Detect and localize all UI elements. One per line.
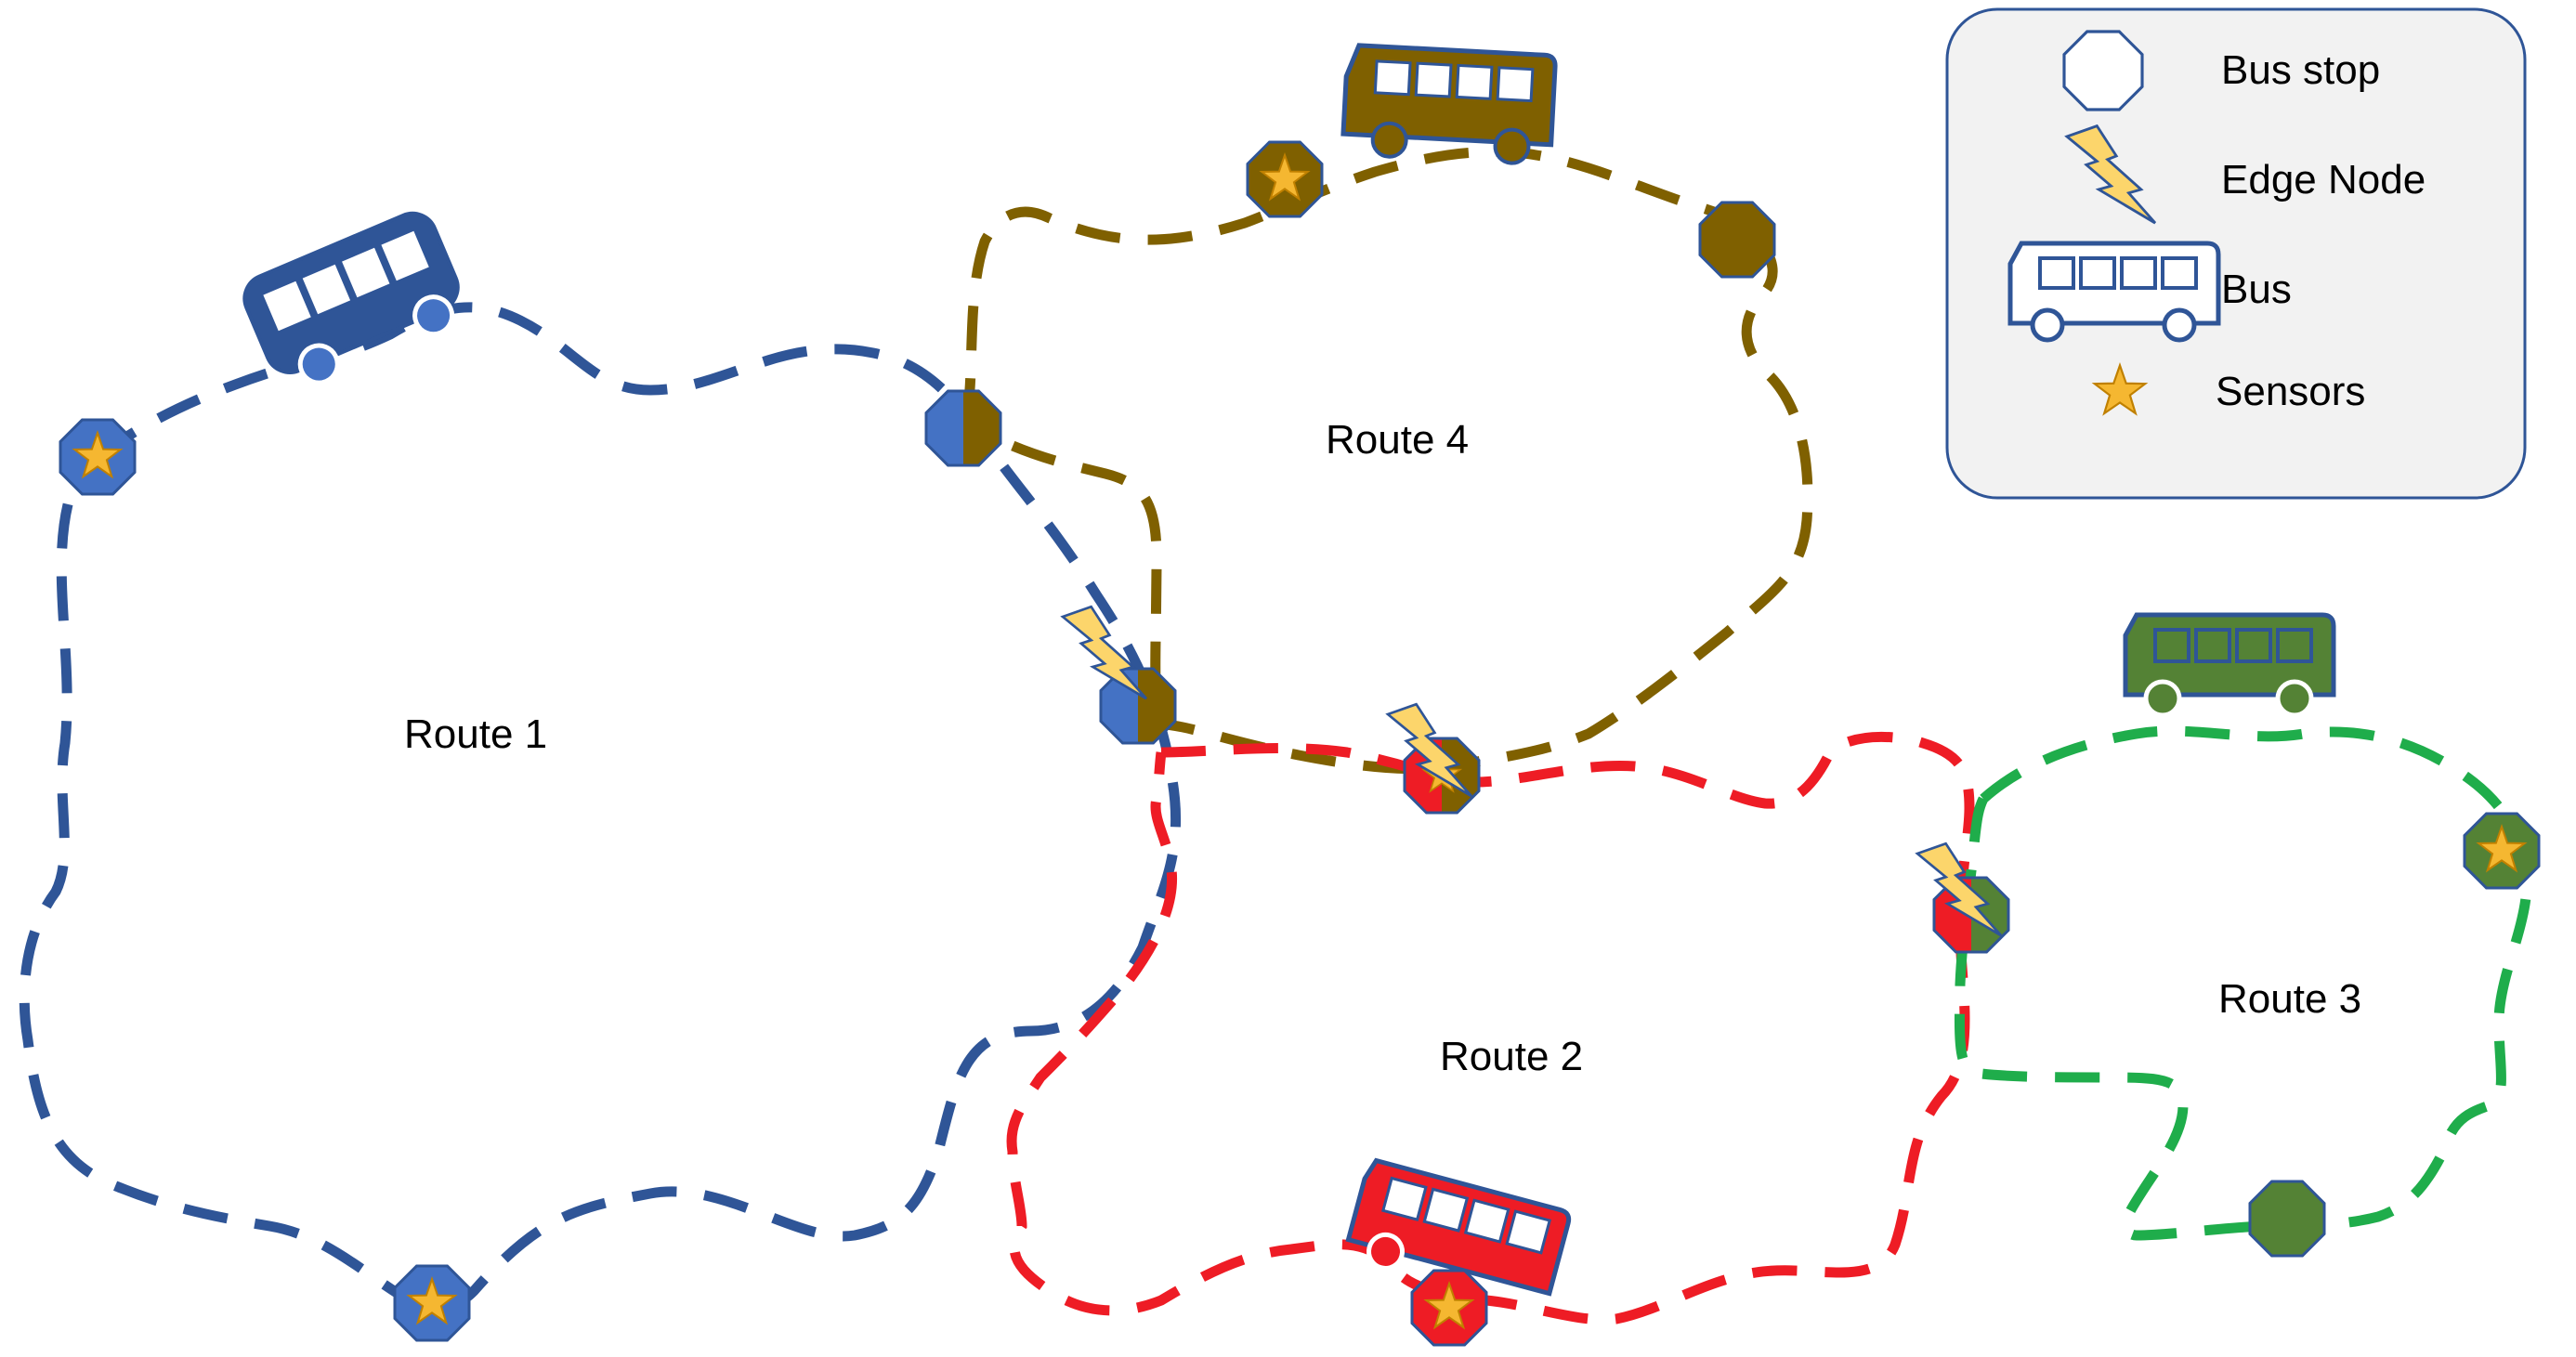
legend: Bus stop Edge Node Bus Sensors [1945, 7, 2527, 500]
legend-sensors-label: Sensors [2216, 369, 2365, 414]
bus-stop-route2-s-overlay [1410, 1269, 1488, 1347]
route-1-path [19, 302, 1182, 1314]
bus-stop-route1-nw [59, 418, 137, 496]
bus-route3 [2123, 612, 2336, 718]
route-1-label: Route 1 [404, 711, 547, 757]
octagon-stop-icon [2062, 30, 2144, 111]
bus-route2 [1345, 1157, 1572, 1297]
bus-stop-route1-s [393, 1264, 471, 1342]
bus-route1 [242, 211, 460, 385]
legend-bus-label: Bus [2221, 267, 2292, 312]
bus-stop-route3-e [2463, 812, 2541, 890]
route-2-path [1006, 732, 1975, 1325]
legend-edge-node-label: Edge Node [2221, 157, 2426, 202]
route-3-path [1954, 725, 2532, 1241]
bus-stop-route4-ne [1698, 201, 1776, 279]
route-2-label: Route 2 [1440, 1034, 1583, 1079]
bus-stop-route3-s [2248, 1180, 2326, 1258]
bus-route4 [1340, 43, 1558, 165]
bus-stop-route4-n [1246, 140, 1324, 218]
route-3-label: Route 3 [2218, 976, 2361, 1022]
bus-stop-route1-route4-shared [924, 389, 1002, 467]
route-4-label: Route 4 [1326, 417, 1469, 463]
legend-bus-stop-label: Bus stop [2221, 47, 2380, 93]
bus-icon [2007, 241, 2221, 343]
